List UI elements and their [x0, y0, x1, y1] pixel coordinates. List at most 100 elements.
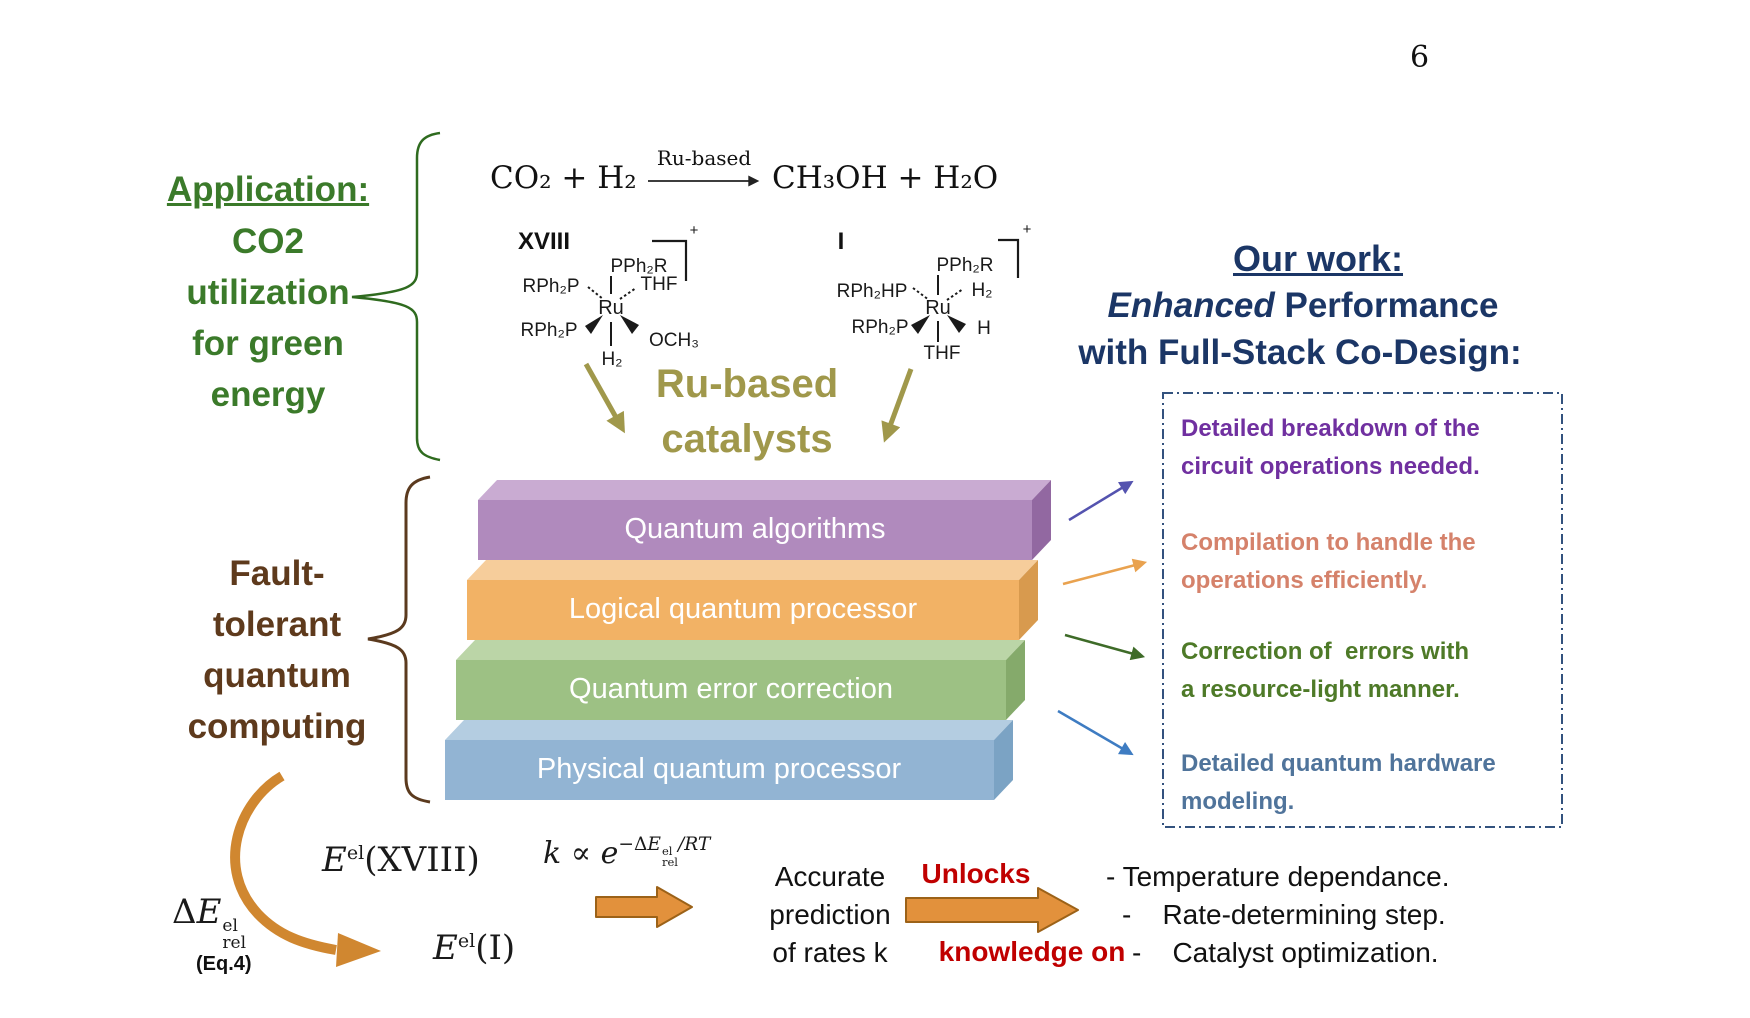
ligand: OCH₃ — [649, 330, 699, 351]
metal-center: Ru — [598, 297, 624, 319]
block-arrow-unlocks — [905, 887, 1079, 933]
arrow-algorithms-annotation — [1068, 480, 1134, 522]
ligand: H₂ — [971, 280, 993, 301]
reaction-left: CO₂ + H₂ — [490, 160, 637, 196]
math-delta: Δ — [172, 892, 197, 932]
annotation-line: modeling. — [1181, 788, 1295, 815]
math-arg: (XVIII) — [364, 840, 480, 880]
outcome-item: - Temperature dependance. — [1106, 861, 1450, 892]
accurate-line: prediction — [769, 899, 891, 930]
catalysts-caption-line: Ru-based — [655, 362, 839, 406]
annotation-line: Compilation to handle the — [1181, 529, 1476, 556]
catalyst-left-arrow — [583, 362, 625, 434]
page-number: 6 — [1410, 40, 1430, 75]
our-work-line3: with Full-Stack Co-Design: — [1078, 333, 1522, 372]
stack-layer-logical — [467, 560, 1038, 640]
fault-line: tolerant — [212, 605, 342, 644]
math-sup: el — [661, 843, 673, 858]
annotation-correction: Correction of errors with a resource-lig… — [1181, 633, 1469, 709]
arrow-logical-annotation — [1062, 558, 1148, 586]
unlocks-label: Unlocks — [921, 858, 1031, 889]
reaction-arrow-label: Ru-based — [656, 146, 752, 170]
stack-label-algorithms: Quantum algorithms — [624, 513, 886, 545]
delta-curved-arrow — [230, 771, 381, 967]
math-sup: el — [222, 915, 238, 936]
annotation-line: Correction of errors with — [1181, 638, 1470, 665]
math-E: E — [196, 892, 222, 932]
math-arg: (I) — [475, 928, 516, 968]
catalyst-i-label: I — [837, 228, 845, 255]
ligand: PPh₂R — [936, 255, 994, 276]
fault-line: computing — [187, 707, 367, 746]
math-sup: el — [457, 930, 476, 953]
annotation-box — [1162, 392, 1563, 828]
application-brace — [351, 131, 441, 462]
math-E: E — [322, 840, 347, 880]
ligand: RPh₂P — [522, 276, 580, 297]
stack-layer-algorithms — [478, 480, 1051, 560]
ligand: PPh₂R — [610, 256, 668, 277]
annotation-line: Detailed breakdown of the — [1181, 415, 1480, 442]
charge: + — [689, 222, 699, 239]
outcome-item: - Catalyst optimization. — [1132, 937, 1439, 968]
math-exp-pre: −Δ — [618, 834, 648, 855]
application-line: utilization — [186, 273, 350, 312]
ligand: RPh₂P — [851, 317, 909, 338]
math-E: E — [433, 928, 458, 968]
stack-label-logical: Logical quantum processor — [568, 593, 918, 625]
ligand: H — [977, 318, 991, 339]
arrow-qec-annotation — [1064, 633, 1146, 661]
catalyst-i-bonds — [911, 238, 1020, 342]
math-e: e — [600, 836, 619, 872]
catalysts-caption-line: catalysts — [661, 417, 833, 461]
catalyst-xviii-label: XVIII — [517, 228, 571, 255]
our-work-enhanced: Enhanced — [1107, 286, 1275, 325]
annotation-line: a resource-light manner. — [1181, 676, 1460, 703]
annotation-circuit: Detailed breakdown of the circuit operat… — [1181, 410, 1480, 486]
annotation-hardware: Detailed quantum hardware modeling. — [1181, 745, 1496, 821]
fault-line: quantum — [203, 656, 351, 695]
ligand: THF — [640, 274, 678, 295]
annotation-line: circuit operations needed. — [1181, 453, 1480, 480]
our-work-title: Our work: — [1232, 238, 1404, 279]
metal-center: Ru — [925, 297, 951, 319]
ligand: RPh₂P — [520, 320, 578, 341]
application-title: Application: — [166, 170, 370, 209]
stack-label-physical: Physical quantum processor — [536, 753, 902, 785]
application-line: CO2 — [232, 222, 304, 261]
math-exp-post: /RT — [677, 834, 711, 855]
accurate-line: of rates k — [772, 937, 888, 968]
our-work-line2: Enhanced Performance — [1108, 286, 1499, 326]
outcome-item: - Rate-determining step. — [1122, 899, 1446, 930]
stack-label-qec: Quantum error correction — [569, 673, 893, 705]
knowledge-on-label: knowledge on — [938, 936, 1126, 967]
math-sup: el — [346, 842, 365, 865]
formula-e-i: Eel(I) — [433, 928, 515, 968]
math-propto: ∝ — [570, 836, 592, 872]
math-exp-E: E — [647, 834, 661, 855]
annotation-compilation: Compilation to handle the operations eff… — [1181, 524, 1476, 600]
catalyst-right-arrow — [881, 368, 914, 443]
charge: + — [1022, 221, 1032, 238]
our-work-performance: Performance — [1274, 286, 1499, 325]
accurate-line: Accurate — [774, 861, 886, 892]
fault-brace — [367, 475, 431, 804]
ligand: H₂ — [601, 349, 623, 370]
math-sub: rel — [661, 855, 678, 870]
ligand: THF — [923, 343, 961, 364]
formula-eq4-label: (Eq.4) — [196, 953, 252, 975]
stack-layer-qec — [456, 640, 1025, 720]
formula-e-xviii: Eel(XVIII) — [322, 840, 480, 880]
application-line: energy — [210, 375, 326, 414]
math-sub: rel — [222, 932, 247, 953]
stack-layer-physical — [445, 720, 1013, 800]
ligand: RPh₂HP — [836, 281, 908, 302]
catalyst-xviii-bonds — [585, 239, 688, 346]
reaction-right: CH₃OH + H₂O — [772, 160, 999, 196]
annotation-line: Detailed quantum hardware — [1181, 750, 1496, 777]
application-line: for green — [192, 324, 344, 363]
